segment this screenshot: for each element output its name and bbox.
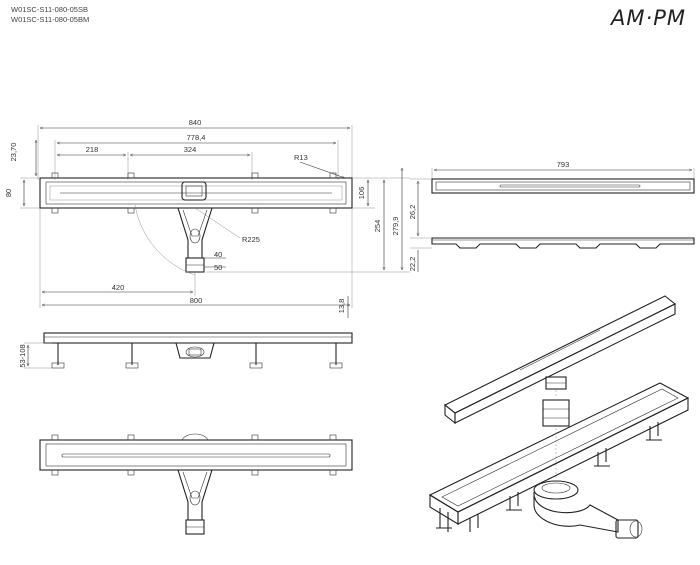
dim-grate-height-1: 26,2	[408, 205, 417, 220]
isometric-view	[428, 295, 690, 539]
dim-inner-width: 778,4	[187, 133, 206, 142]
dim-outlet-50: 50	[214, 263, 222, 272]
dim-outlet-40: 40	[214, 250, 222, 259]
dim-overall-width: 840	[189, 118, 202, 127]
dim-support-spacing: 324	[184, 145, 197, 154]
dim-total-height: 279,9	[391, 217, 400, 236]
side-view: 53-108	[18, 332, 353, 369]
product-code-sb: W01SC-S11-080-05SB	[11, 5, 88, 14]
top-view: 840 778,4 218 324 R13 R225 40 50 420 800…	[4, 118, 410, 318]
dim-swing-radius: R225	[242, 235, 260, 244]
dim-side-offset: 13,8	[337, 299, 346, 314]
dim-body-height: 254	[373, 220, 382, 233]
brand-logo: AM·PM	[611, 6, 686, 30]
dim-corner-radius: R13	[294, 153, 308, 162]
dim-left-height: 80	[4, 189, 13, 197]
dim-offset-left: 218	[86, 145, 99, 154]
bottom-view	[39, 433, 353, 535]
dim-channel-height: 106	[357, 187, 366, 200]
dim-channel-length: 800	[190, 296, 203, 305]
dim-left-height-small: 23,70	[9, 143, 18, 162]
dim-leg-height-range: 53-108	[18, 344, 27, 367]
dim-grate-length: 793	[557, 160, 570, 169]
product-code-bm: W01SC-S11-080-05BM	[11, 14, 90, 24]
product-codes: W01SC-S11-080-05SB W01SC-S11-080-05BM	[11, 5, 89, 24]
dim-center-distance: 420	[112, 283, 125, 292]
grate-view: 793 26,2 22,2	[408, 160, 695, 272]
dim-grate-height-2: 22,2	[408, 257, 417, 272]
